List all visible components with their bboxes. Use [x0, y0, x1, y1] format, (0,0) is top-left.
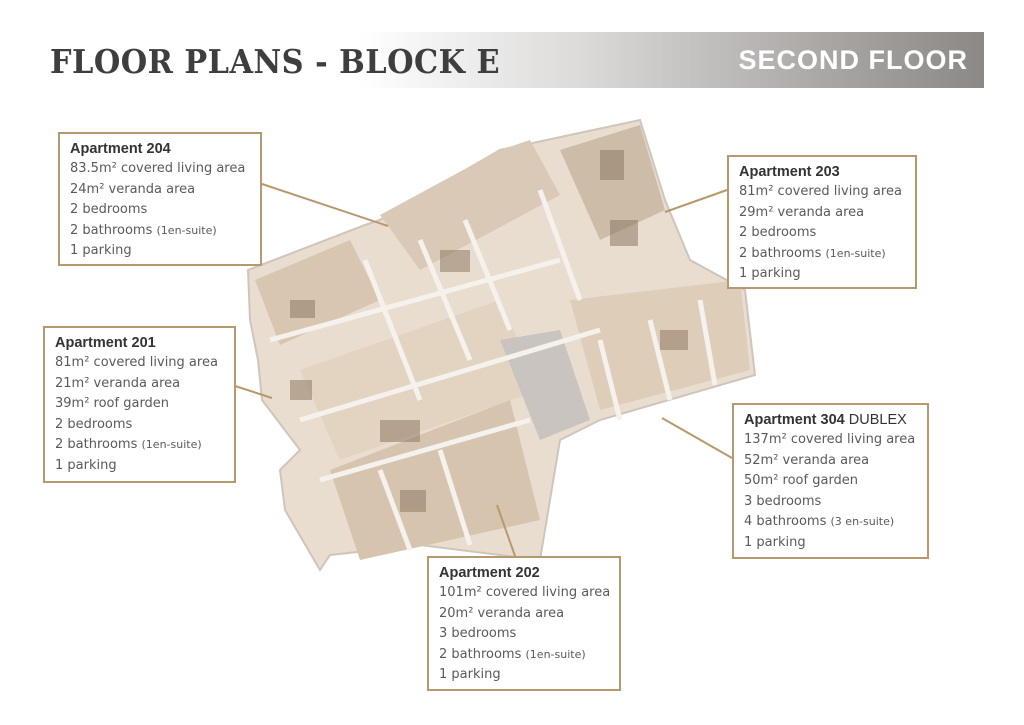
ensuite-note: (1en-suite) [825, 246, 886, 260]
spec-line: 3 bedrooms [439, 626, 517, 642]
apartment-title-text: Apartment 304 [744, 412, 845, 428]
apartment-title: Apartment 203 [739, 164, 840, 180]
spec-line: 81m² covered living area [739, 184, 902, 199]
page-title: FLOOR PLANS - BLOCK E [50, 42, 501, 81]
header-gradient-band [358, 32, 984, 88]
spec-parking: 1 parking [439, 667, 501, 683]
spec-parking: 1 parking [70, 243, 132, 259]
spec-parking: 1 parking [55, 457, 117, 473]
building-plan [246, 118, 757, 572]
spec-line: 29m² veranda area [739, 204, 865, 220]
spec-line: 3 bedrooms [744, 493, 822, 509]
spec-line: 39m² roof garden [55, 396, 170, 412]
spec-line: 137m² covered living area [744, 432, 916, 447]
bathrooms-text: 2 bathrooms [739, 245, 822, 261]
apartment-204-callout: Apartment 204 83.5m² covered living area… [58, 132, 262, 266]
spec-line: 24m² veranda area [70, 181, 196, 197]
apartment-202-callout: Apartment 202 101m² covered living area … [427, 556, 621, 691]
spec-line: 21m² veranda area [55, 375, 181, 391]
ensuite-note: (1en-suite) [141, 438, 202, 452]
spec-line: 2 bedrooms [70, 202, 148, 218]
bathrooms-text: 2 bathrooms [439, 646, 522, 662]
bathrooms-text: 2 bathrooms [70, 222, 153, 238]
apartment-type: DUBLEX [848, 412, 907, 428]
spec-line: 20m² veranda area [439, 605, 565, 621]
spec-parking: 1 parking [739, 266, 801, 282]
spec-line: 50m² roof garden [744, 473, 859, 489]
apartment-304-callout: Apartment 304 DUBLEX 137m² covered livin… [732, 403, 929, 559]
spec-line: 52m² veranda area [744, 452, 870, 468]
spec-bathrooms: 2 bathrooms (1en-suite) [70, 221, 250, 242]
apartment-title: Apartment 202 [439, 565, 540, 581]
callout-connectors [234, 183, 733, 557]
spec-bathrooms: 4 bathrooms (3 en-suite) [744, 512, 917, 533]
apartment-title: Apartment 201 [55, 335, 156, 351]
bathrooms-text: 4 bathrooms [744, 514, 827, 530]
apartment-title: Apartment 304 DUBLEX [744, 410, 917, 430]
apartment-201-callout: Apartment 201 81m² covered living area 2… [43, 326, 236, 483]
spec-bathrooms: 2 bathrooms (1en-suite) [739, 244, 905, 265]
spec-line: 2 bedrooms [739, 225, 817, 241]
ensuite-note: (1en-suite) [525, 647, 586, 661]
floor-label: SECOND FLOOR [738, 45, 968, 75]
apartment-203-callout: Apartment 203 81m² covered living area 2… [727, 155, 917, 289]
bathrooms-text: 2 bathrooms [55, 437, 138, 453]
apartment-title: Apartment 204 [70, 141, 171, 157]
spec-line: 83.5m² covered living area [70, 161, 246, 176]
ensuite-note: (1en-suite) [156, 223, 217, 237]
spec-line: 81m² covered living area [55, 355, 218, 370]
spec-line: 101m² covered living area [439, 585, 611, 600]
spec-bathrooms: 2 bathrooms (1en-suite) [439, 645, 609, 666]
spec-line: 2 bedrooms [55, 416, 133, 432]
ensuite-note: (3 en-suite) [830, 515, 895, 529]
spec-bathrooms: 2 bathrooms (1en-suite) [55, 435, 224, 456]
spec-parking: 1 parking [744, 534, 806, 550]
